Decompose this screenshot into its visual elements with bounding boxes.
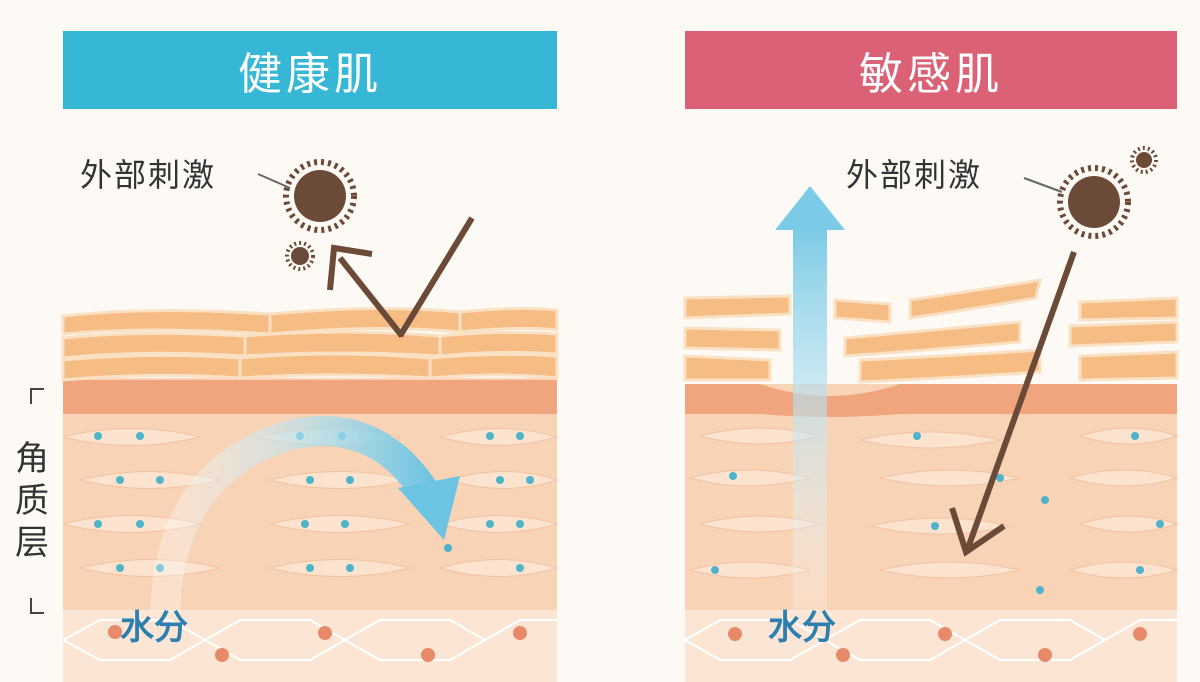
sensitive-skin-title-banner: 敏感肌 — [685, 31, 1177, 109]
water-label-right: 水分 — [768, 608, 836, 648]
healthy-skin-title-banner: 健康肌 — [63, 31, 557, 109]
bracket-top — [30, 388, 44, 404]
water-loss-arrow — [775, 186, 845, 612]
stimulus-particle-icon — [1057, 146, 1158, 239]
stimulus-leader-line — [257, 173, 291, 189]
stimulus-label-right: 外部刺激 — [846, 156, 983, 194]
bracket-bottom — [30, 598, 44, 614]
penetrating-stimulus-arrow — [949, 250, 1077, 557]
stratum-corneum-label: 角质层 — [15, 439, 49, 563]
stratum-corneum-bracket: 角质层 — [8, 388, 52, 614]
stimulus-leader-line — [1023, 177, 1063, 193]
stimulus-label-left: 外部刺激 — [80, 156, 217, 194]
water-label-left: 水分 — [120, 608, 188, 648]
reflected-stimulus-arrow — [327, 216, 475, 338]
water-retention-arrow — [150, 416, 460, 613]
stimulus-particle-icon — [283, 159, 357, 271]
sensitive-skin-cross-section — [682, 278, 1179, 682]
